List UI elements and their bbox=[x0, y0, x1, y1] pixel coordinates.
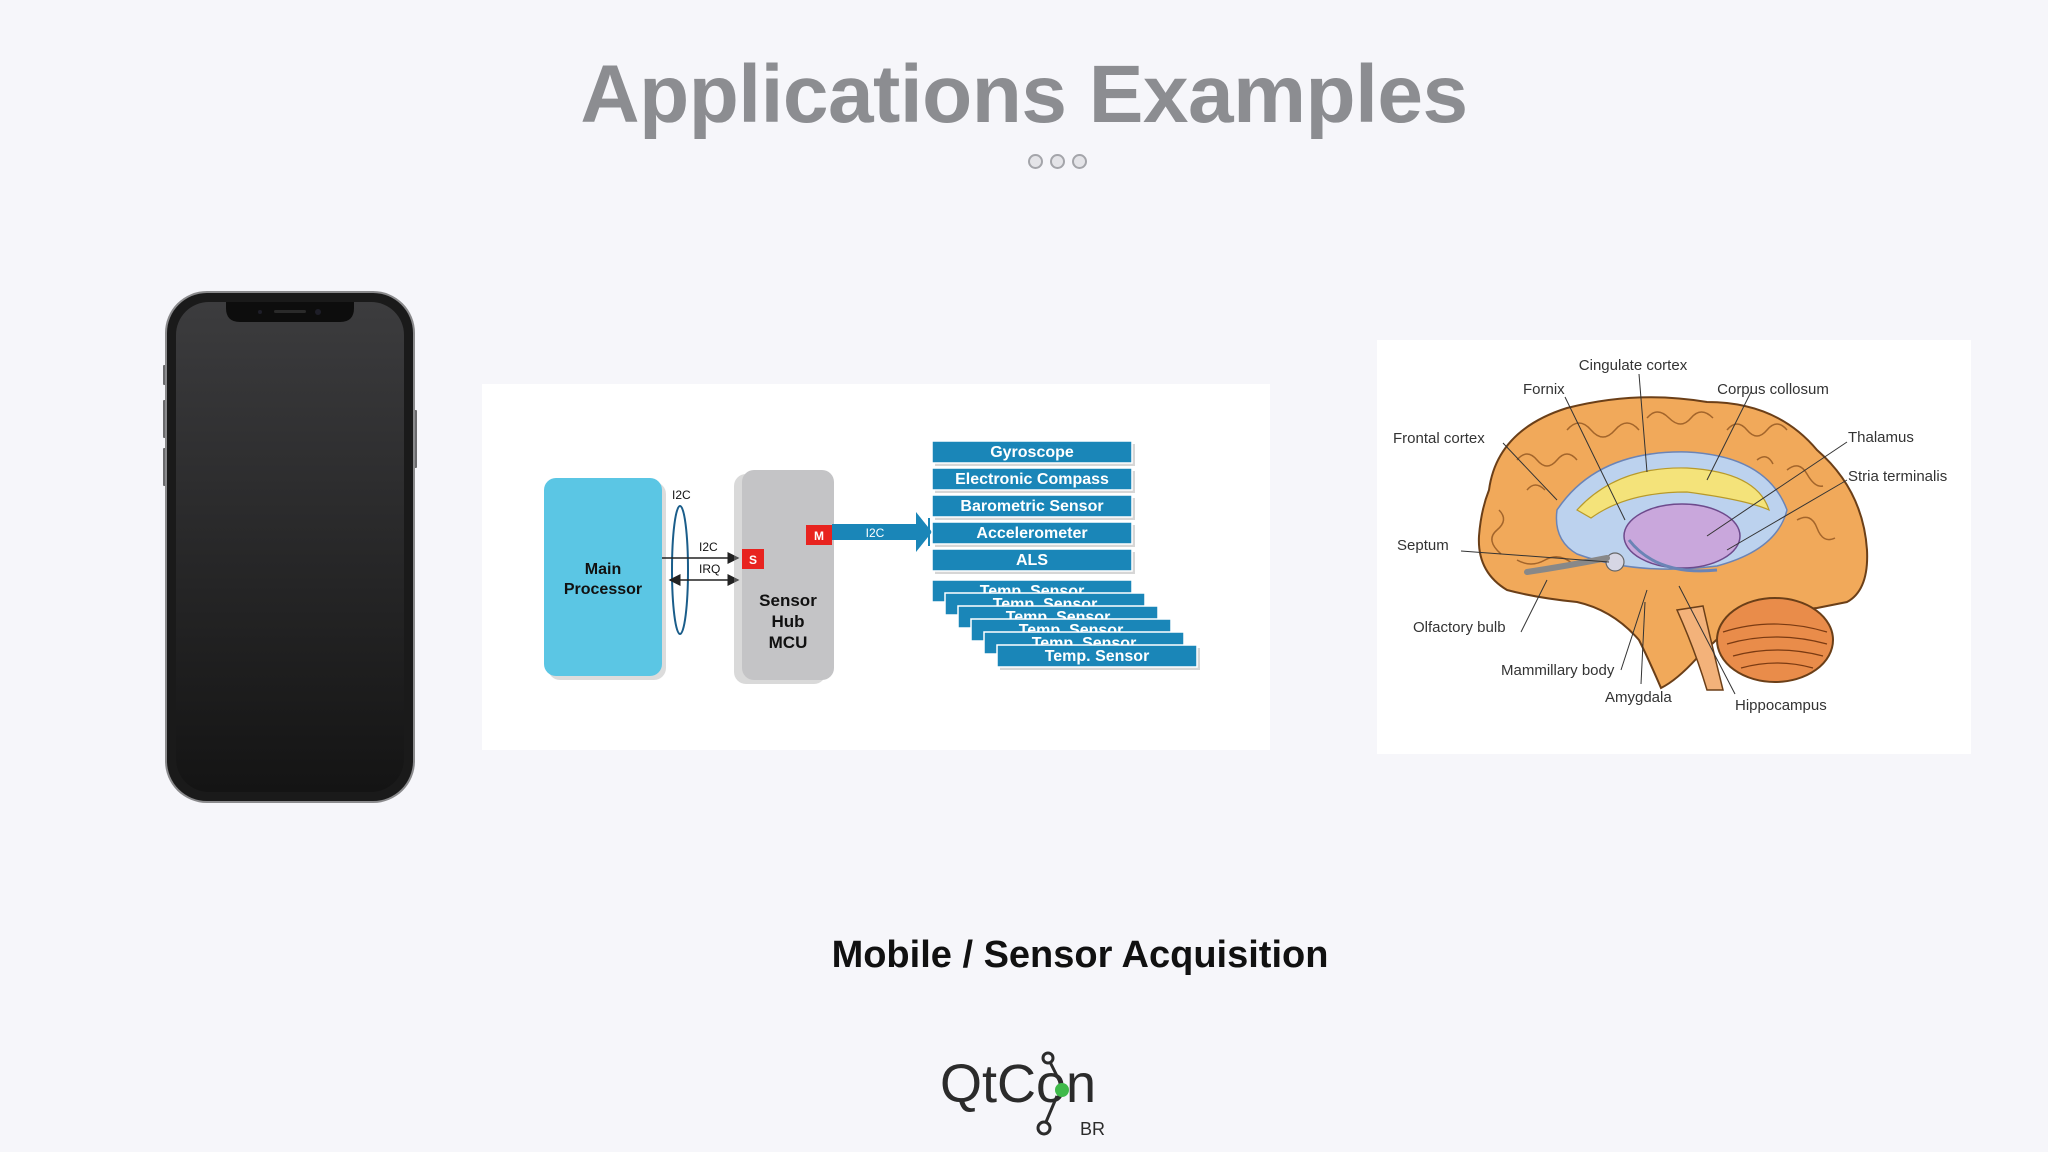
logo-text: QtCon bbox=[940, 1054, 1096, 1114]
smartphone-image bbox=[163, 291, 417, 803]
temp-sensor-stack: Temp. Sensor Temp. Sensor Temp. Sensor T… bbox=[931, 579, 1200, 670]
label-frontal-cortex: Frontal cortex bbox=[1393, 430, 1485, 447]
main-processor-label-2: Processor bbox=[564, 581, 642, 598]
slide-title: Applications Examples bbox=[580, 49, 1468, 140]
sensor-gyroscope bbox=[931, 440, 1133, 464]
arrow-label: I2C bbox=[866, 526, 885, 540]
main-processor-block bbox=[544, 478, 662, 676]
label-amygdala: Amygdala bbox=[1605, 689, 1672, 706]
slave-marker bbox=[742, 549, 764, 569]
corpus-callosum-shape bbox=[1576, 467, 1770, 519]
bus-ellipse bbox=[671, 505, 689, 635]
svg-text:ALS: ALS bbox=[1016, 552, 1048, 569]
hub-label-3: MCU bbox=[769, 633, 808, 652]
label-corpus-collosum: Corpus collosum bbox=[1717, 381, 1829, 398]
hub-label-2: Hub bbox=[771, 612, 804, 631]
svg-text:Barometric Sensor: Barometric Sensor bbox=[960, 498, 1103, 515]
hub-label-1: Sensor bbox=[759, 591, 817, 610]
slide-caption: Mobile / Sensor Acquisition bbox=[831, 934, 1329, 976]
sensor-hub-diagram-panel: Main Processor I2C I2C IRQ Sensor Hub MC… bbox=[482, 384, 1270, 750]
label-olfactory-bulb: Olfactory bulb bbox=[1413, 619, 1506, 636]
logo-node-green bbox=[1055, 1083, 1069, 1097]
temp-sensor-6 bbox=[996, 644, 1198, 668]
dot-1 bbox=[1028, 154, 1043, 169]
brain-diagram: Cingulate cortex Fornix Corpus collosum … bbox=[1393, 357, 1947, 714]
label-cingulate-cortex: Cingulate cortex bbox=[1579, 357, 1688, 374]
i2c-bus-arrow bbox=[916, 512, 932, 552]
svg-text:Electronic Compass: Electronic Compass bbox=[955, 471, 1109, 488]
label-septum: Septum bbox=[1397, 537, 1449, 554]
svg-text:S: S bbox=[749, 553, 757, 567]
svg-text:Accelerometer: Accelerometer bbox=[976, 525, 1087, 542]
dot-2 bbox=[1050, 154, 1065, 169]
sensor-barometric bbox=[931, 494, 1133, 518]
sensor-list: Gyroscope Electronic Compass Barometric … bbox=[931, 440, 1135, 574]
main-processor-label-1: Main bbox=[585, 561, 621, 578]
label-hippocampus: Hippocampus bbox=[1735, 697, 1827, 714]
label-thalamus: Thalamus bbox=[1848, 429, 1914, 446]
svg-text:M: M bbox=[814, 529, 824, 543]
master-marker bbox=[806, 525, 832, 545]
svg-text:Temp. Sensor: Temp. Sensor bbox=[1045, 648, 1150, 665]
bus-label-i2c: I2C bbox=[699, 540, 718, 554]
svg-text:Gyroscope: Gyroscope bbox=[990, 444, 1074, 461]
thalamus-shape bbox=[1623, 503, 1741, 569]
dot-3 bbox=[1072, 154, 1087, 169]
sensor-als bbox=[931, 548, 1133, 572]
logo-sub: BR bbox=[1080, 1119, 1105, 1139]
bus-label-top: I2C bbox=[672, 488, 691, 502]
brain-diagram-panel: Cingulate cortex Fornix Corpus collosum … bbox=[1377, 340, 1971, 754]
sensor-accelerometer bbox=[931, 521, 1133, 545]
sensor-electronic-compass bbox=[931, 467, 1133, 491]
label-stria-terminalis: Stria terminalis bbox=[1848, 468, 1947, 485]
label-fornix: Fornix bbox=[1523, 381, 1565, 398]
sensor-hub-diagram: Main Processor I2C I2C IRQ Sensor Hub MC… bbox=[544, 440, 1200, 684]
bus-label-irq: IRQ bbox=[699, 562, 720, 576]
pagination-dots bbox=[1028, 154, 1087, 169]
cerebellum-shape bbox=[1716, 597, 1834, 683]
sensor-hub-block bbox=[742, 470, 834, 680]
label-mammillary-body: Mammillary body bbox=[1501, 662, 1615, 679]
qtcon-logo: QtCon BR bbox=[940, 1051, 1105, 1139]
